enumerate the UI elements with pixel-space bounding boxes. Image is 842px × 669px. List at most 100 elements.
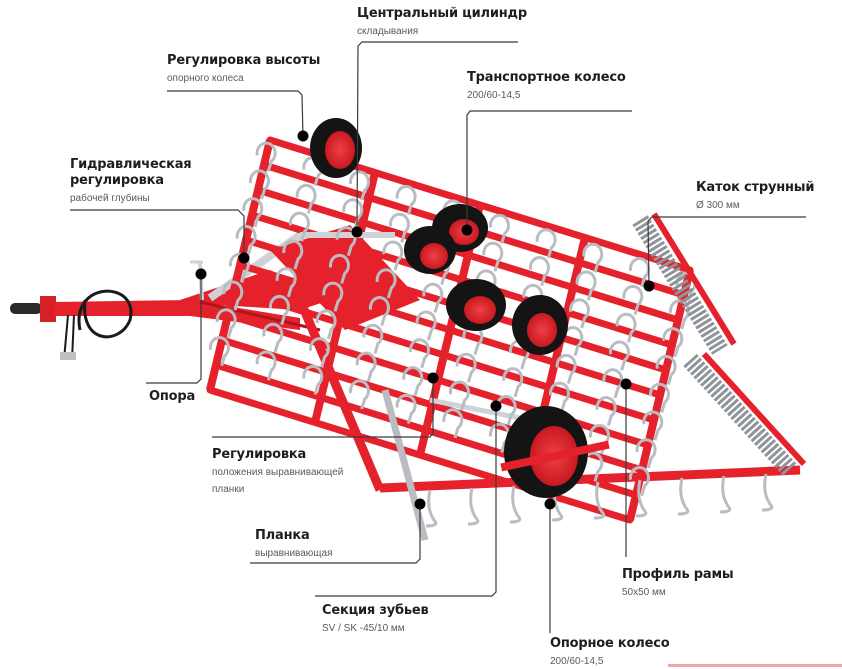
callout-central-cylinder: Центральный цилиндр складывания [357, 6, 527, 39]
spring-tine [635, 479, 648, 518]
callout-subtitle: опорного колеса [167, 73, 244, 84]
spring-tine [455, 352, 477, 383]
callout-title: Транспортное колесо [467, 70, 626, 85]
spring-tine [328, 253, 350, 284]
transport-wheel-2 [404, 226, 456, 274]
spring-tine [268, 294, 290, 326]
spring-tine [288, 211, 310, 242]
spring-tine [482, 241, 504, 272]
callout-subtitle: 200/60-14,5 [550, 656, 604, 667]
string-roller [683, 353, 797, 477]
leader-line-transport-wheel [466, 110, 632, 230]
spring-tine [275, 267, 297, 298]
spring-tine [235, 224, 257, 256]
leveling-adjust-rod [429, 397, 521, 421]
callout-subtitle: SV / SK -45/10 мм [322, 623, 405, 634]
spring-tine [761, 473, 774, 512]
spring-tine [348, 379, 370, 410]
spring-tine [242, 197, 264, 228]
spring-tine [208, 336, 230, 367]
leader-line-string-roller [647, 216, 806, 287]
spring-tine [255, 350, 277, 381]
accent-bar [668, 664, 842, 667]
spring-tine [628, 257, 650, 288]
leader-marker-support-wheel [544, 498, 556, 510]
spring-tine [315, 309, 337, 340]
callout-title: Секция зубьев [322, 603, 429, 618]
spring-tine [255, 141, 277, 172]
spring-tine [395, 184, 417, 216]
spring-tine [368, 296, 390, 327]
callout-subtitle: 50x50 мм [622, 587, 666, 598]
drawbar-triangle [180, 270, 330, 310]
spring-tine [568, 298, 590, 329]
spring-tine [662, 327, 684, 358]
spring-tine [509, 485, 522, 524]
spring-tine [425, 489, 438, 528]
spring-tine [375, 268, 397, 299]
spring-tine [348, 170, 370, 201]
spring-tine [402, 366, 424, 397]
hitch-flange [40, 296, 56, 322]
spring-tine [322, 281, 344, 312]
callout-leaders [70, 41, 806, 633]
callout-title: Планка [255, 528, 310, 543]
leader-marker-string-roller [643, 280, 655, 292]
leader-marker-tine-section [490, 400, 502, 412]
spring-tine [628, 466, 650, 497]
drawbar-beam [54, 300, 300, 330]
callout-subtitle: 200/60-14,5 [467, 90, 521, 101]
spring-tine [575, 270, 597, 301]
leader-line-leveling-adjust [212, 378, 434, 438]
spring-tine [395, 393, 417, 424]
frame-beam [206, 139, 274, 391]
frame-left-rail [295, 298, 385, 492]
leader-line-leveling-bar [250, 504, 421, 564]
support-wheel-front [500, 406, 610, 498]
support-wheel-rear [310, 118, 362, 178]
hydraulic-hoses [77, 289, 133, 339]
spring-tine [528, 256, 550, 287]
callout-title: Профиль рамы [622, 567, 734, 582]
leader-line-central-cylinder [356, 41, 518, 233]
callout-title: Опора [149, 389, 196, 404]
spring-tine [248, 169, 270, 200]
spring-tine [295, 183, 317, 214]
callout-tine-section: Секция зубьев SV / SK -45/10 мм [322, 603, 429, 636]
leader-line-support-wheel-height [167, 90, 304, 137]
spring-tine [448, 380, 470, 411]
spring-tine [595, 396, 617, 427]
callout-subtitle-line-1: положения выравнивающей [212, 467, 344, 478]
spring-tine [422, 282, 444, 313]
callout-transport-wheel: Транспортное колесо 200/60-14,5 [467, 70, 626, 103]
callout-title-line-1: Гидравлическая [70, 157, 192, 172]
spring-tine [467, 487, 480, 526]
drawbar [10, 231, 330, 361]
leader-line-stand [146, 274, 202, 384]
spring-tine [362, 323, 384, 354]
callout-support-wheel-height: Регулировка высоты опорного колеса [167, 53, 320, 86]
spring-tine [635, 438, 657, 469]
spring-tine [355, 351, 377, 382]
leader-marker-transport-wheel [461, 224, 473, 236]
callout-leveling-adjust: Регулировка положения выравнивающей план… [212, 447, 343, 497]
leader-marker-stand [195, 268, 207, 280]
callout-string-roller: Каток струнный Ø 300 мм [696, 180, 814, 213]
leader-line-tine-section [315, 406, 497, 597]
spring-tine [388, 212, 410, 243]
callout-title: Регулировка [212, 447, 307, 462]
spring-tine [642, 410, 664, 441]
spring-tine [677, 477, 690, 516]
callout-stand: Опора [149, 389, 195, 405]
hitch-eye [10, 303, 42, 314]
spring-tine [602, 368, 624, 399]
callout-title: Каток струнный [696, 180, 815, 195]
spring-tine [282, 239, 304, 270]
spring-tine [308, 337, 330, 368]
leader-marker-frame-profile [620, 378, 632, 390]
spring-tine [548, 381, 570, 412]
spring-tine [408, 338, 430, 369]
callout-subtitle: Ø 300 мм [696, 200, 740, 211]
leader-marker-support-wheel-height [297, 130, 309, 142]
leader-marker-leveling-adjust [427, 372, 439, 384]
